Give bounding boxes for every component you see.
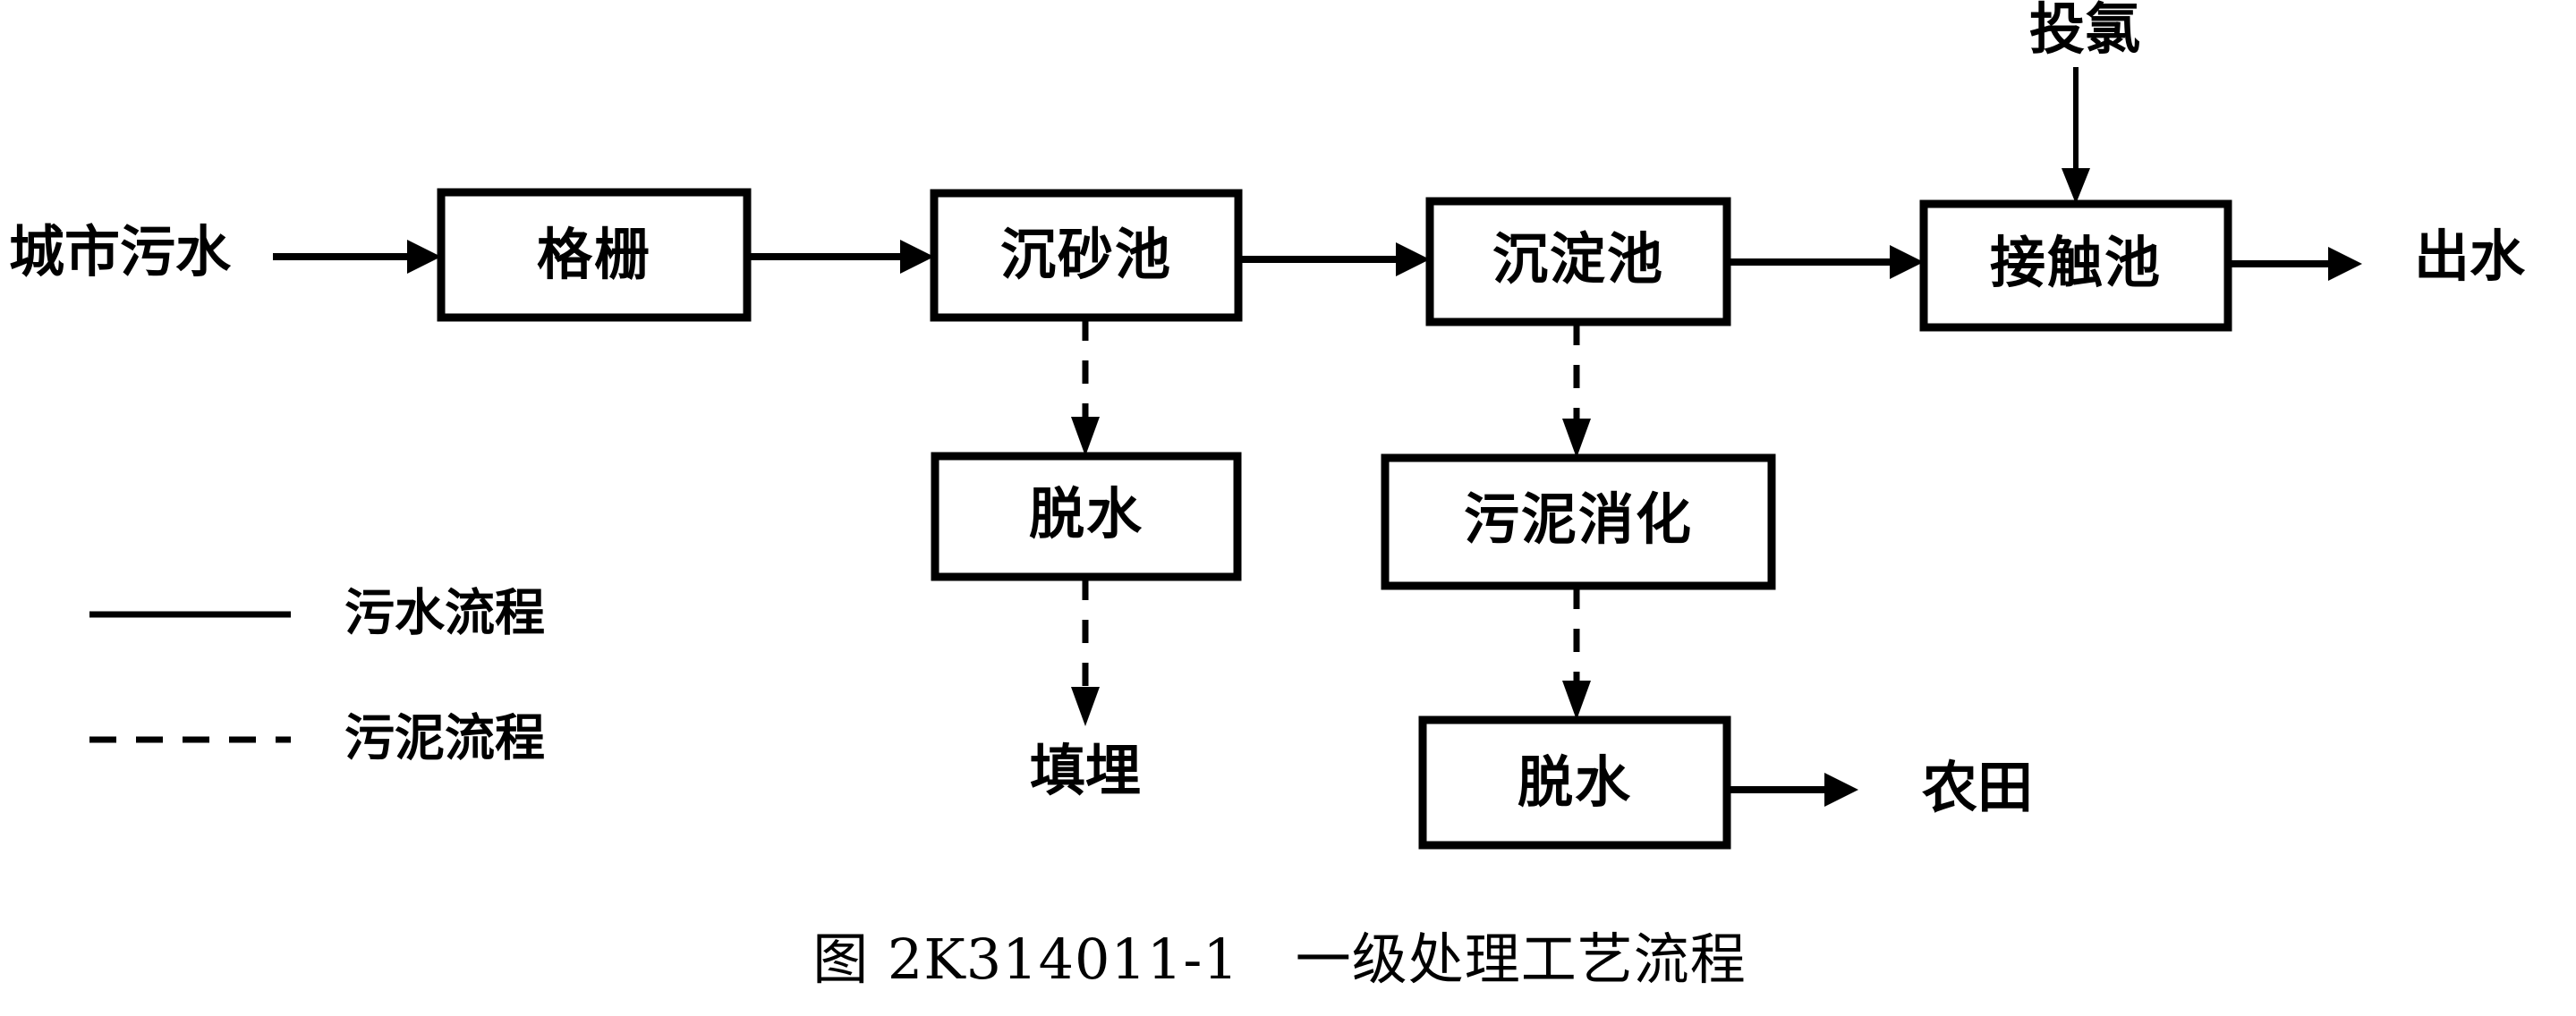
node-contact-tank[interactable]: 接触池 [1919,199,2232,332]
label-landfill: 填埋 [1030,738,1141,803]
edge-grille-to-grit-tank [747,240,934,274]
node-grit-tank-label: 沉砂池 [1000,222,1172,287]
legend: 污水流程 污泥流程 [89,584,545,768]
edge-sed-tank-to-contact-tank [1727,245,1924,279]
edge-chlorine-to-contact-tank [2062,67,2090,204]
node-sedimentation-tank[interactable]: 沉淀池 [1425,197,1731,326]
edge-sed-tank-to-sludge-digestion [1562,322,1591,458]
node-contact-tank-label: 接触池 [1990,230,2162,295]
legend-item-sewage-flow-label: 污水流程 [344,584,545,643]
edge-contact-tank-to-effluent [2228,247,2362,281]
node-sludge-digestion-label: 污泥消化 [1464,487,1693,552]
node-grit-tank[interactable]: 沉砂池 [930,189,1243,322]
node-dewatering-lower[interactable]: 脱水 [1418,715,1731,850]
label-chlorine-dosing: 投氯 [2029,0,2140,62]
node-dewatering-lower-label: 脱水 [1518,749,1632,815]
node-grille[interactable]: 格栅 [437,188,752,322]
node-sedimentation-tank-label: 沉淀池 [1492,226,1664,292]
label-effluent: 出水 [2414,224,2526,289]
legend-item-sludge-flow: 污泥流程 [89,709,545,768]
node-dewatering-upper-label: 脱水 [1029,481,1143,546]
edge-grit-tank-to-dewater-1 [1071,318,1100,456]
legend-item-sludge-flow-label: 污泥流程 [344,709,545,768]
node-grille-label: 格栅 [537,222,651,287]
edge-sewage-to-grille [273,240,441,274]
edge-dewater-1-to-landfill [1071,577,1100,726]
edge-grit-tank-to-sed-tank [1238,242,1430,276]
node-dewatering-upper[interactable]: 脱水 [931,452,1242,581]
label-urban-sewage: 城市污水 [9,219,232,284]
edge-dewater-2-to-farmland [1727,773,1858,807]
label-farmland: 农田 [1922,755,2033,820]
figure-caption: 图 2K314011-1 一级处理工艺流程 [812,927,1747,992]
node-sludge-digestion[interactable]: 污泥消化 [1381,453,1776,590]
legend-item-sewage-flow: 污水流程 [89,584,545,643]
edge-sludge-digestion-to-dewater-2 [1562,586,1591,720]
